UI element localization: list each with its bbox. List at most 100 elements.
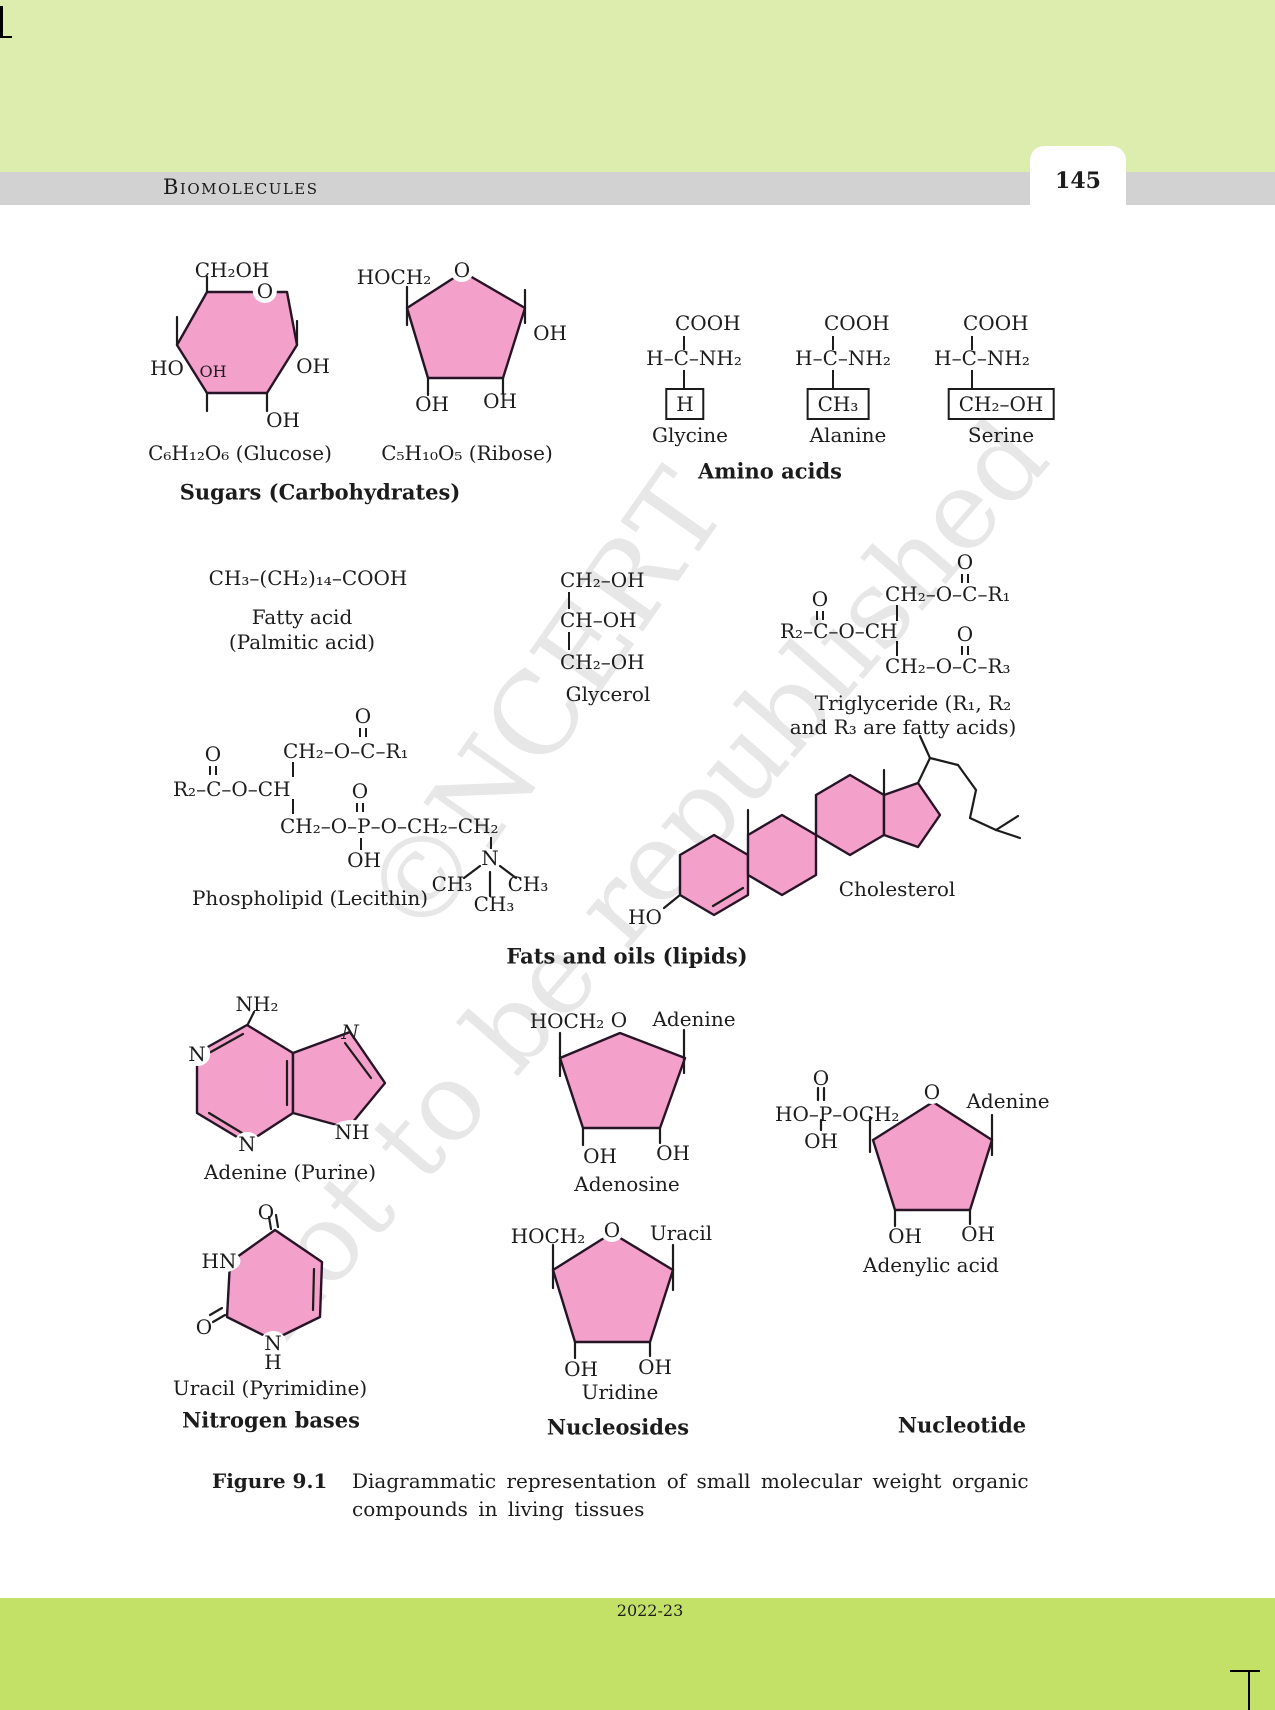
adenine-purine-name: Adenine (Purine): [203, 1160, 377, 1184]
glycine-r-group-box: H: [665, 388, 705, 420]
crop-mark-bottom-right-bar: [1230, 1670, 1260, 1672]
adenine-nh2: NH₂: [235, 992, 279, 1016]
triglyceride-row3: CH₂–O–C–R₃: [885, 654, 1011, 678]
ribose-ring-diagram: [405, 270, 527, 397]
lipids-heading: Fats and oils (lipids): [506, 943, 748, 969]
triglyceride-o1: O: [956, 550, 974, 574]
glycine-cooh: COOH: [675, 311, 741, 335]
phospholipid-ch3-bottom: CH₃: [473, 892, 515, 916]
crop-mark-top-left: [0, 6, 3, 38]
phospholipid-dbond2b: [215, 766, 217, 775]
cholesterol-name: Cholesterol: [838, 877, 956, 901]
phospholipid-dbond1b: [365, 728, 367, 737]
alanine-backbone: H–C–NH₂: [795, 346, 891, 370]
adenine-n-top: N: [341, 1020, 359, 1044]
uridine-ring-oxygen: O: [599, 1218, 625, 1242]
glycerol-bond1: [568, 592, 570, 609]
adenylic-oh-right: OH: [961, 1222, 995, 1246]
triglyceride-o3: O: [956, 622, 974, 646]
alanine-bond-bottom: [832, 370, 834, 390]
adenosine-base-label: Adenine: [652, 1007, 736, 1031]
serine-bond-bottom: [971, 370, 973, 390]
triglyceride-dbond3b: [967, 646, 969, 655]
glucose-formula-label: C₆H₁₂O₆ (Glucose): [148, 441, 332, 465]
ribose-oh-bottom-right: OH: [483, 389, 517, 413]
phospholipid-dbond3a: [356, 803, 358, 812]
glycerol-row2: CH–OH: [560, 608, 637, 632]
fatty-acid-formula: CH₃–(CH₂)₁₄–COOH: [208, 566, 408, 590]
triglyceride-vbond2: [896, 641, 898, 656]
adenylic-acid-name: Adenylic acid: [863, 1253, 999, 1277]
phospholipid-dbond2a: [209, 766, 211, 775]
adenine-nh: NH: [330, 1120, 374, 1144]
cholesterol-steroid-diagram: [662, 734, 1022, 917]
triglyceride-o2: O: [811, 587, 829, 611]
ribose-oh-bottom-left: OH: [415, 392, 449, 416]
alanine-r-group-box: CH₃: [806, 388, 870, 420]
glycerol-bond2: [568, 632, 570, 650]
sugars-heading: Sugars (Carbohydrates): [179, 479, 461, 505]
uracil-n-bottom: N: [260, 1331, 286, 1355]
phospholipid-n-bond: [490, 837, 492, 849]
serine-bond-top: [971, 336, 973, 350]
figure-caption-label: Figure 9.1: [212, 1469, 328, 1493]
uridine-base-label: Uracil: [649, 1221, 713, 1245]
glucose-ho: HO: [150, 356, 184, 380]
triglyceride-vbond1: [896, 605, 898, 621]
phospholipid-ch3-right: CH₃: [507, 872, 549, 896]
alanine-bond-top: [832, 336, 834, 350]
phospholipid-dbond1a: [359, 728, 361, 737]
uracil-h-bottom: H: [264, 1350, 282, 1374]
top-green-band: [0, 0, 1275, 172]
adenylic-o-phosphate: O: [812, 1066, 830, 1090]
ribose-formula-label: C₅H₁₀O₅ (Ribose): [381, 441, 553, 465]
triglyceride-name-line2: and R₃ are fatty acids): [789, 715, 1017, 739]
uridine-name: Uridine: [581, 1380, 659, 1404]
adenylic-oh-left: OH: [888, 1224, 922, 1248]
glucose-ring-diagram: [175, 275, 299, 413]
glycine-bond-bottom: [683, 370, 685, 390]
phospholipid-n: N: [481, 846, 499, 870]
adenosine-hoch2: HOCH₂: [529, 1009, 605, 1033]
glucose-ch2oh: CH₂OH: [194, 258, 270, 282]
ribose-hoch2: HOCH₂: [356, 265, 432, 289]
fatty-acid-subname: (Palmitic acid): [228, 630, 376, 654]
crop-mark-bottom-right-stem: [1248, 1670, 1250, 1710]
glycine-backbone: H–C–NH₂: [646, 346, 742, 370]
cholesterol-ho: HO: [628, 905, 662, 929]
phospholipid-oh: OH: [347, 848, 381, 872]
adenylic-base-label: Adenine: [966, 1089, 1050, 1113]
glucose-oh-inner: OH: [199, 362, 227, 382]
phospholipid-row3: CH₂–O–P–O–CH₂–CH₂: [280, 814, 499, 838]
uridine-hoch2: HOCH₂: [510, 1224, 586, 1248]
triglyceride-dbond1b: [967, 574, 969, 583]
glucose-oh-right: OH: [296, 354, 330, 378]
uridine-ring-diagram: [551, 1231, 675, 1360]
triglyceride-dbond1a: [961, 574, 963, 583]
footer-year: 2022-23: [616, 1601, 684, 1621]
phospholipid-o3: O: [351, 779, 369, 803]
alanine-cooh: COOH: [824, 311, 890, 335]
glycine-name: Glycine: [652, 423, 728, 447]
serine-name: Serine: [967, 423, 1035, 447]
triglyceride-name-line1: Triglyceride (R₁, R₂: [814, 691, 1012, 715]
uracil-name: Uracil (Pyrimidine): [172, 1376, 368, 1400]
adenine-n-bottom: N: [234, 1132, 260, 1156]
adenylic-oh-phosphate: OH: [804, 1129, 838, 1153]
serine-r-group-box: CH₂–OH: [947, 388, 1055, 420]
phospholipid-o2: O: [204, 742, 222, 766]
phospholipid-vbond1: [292, 762, 294, 777]
fatty-acid-name: Fatty acid: [251, 605, 353, 629]
uracil-o-top: O: [257, 1200, 275, 1224]
serine-backbone: H–C–NH₂: [934, 346, 1030, 370]
phospholipid-ch3-left: CH₃: [431, 872, 473, 896]
triglyceride-dbond2a: [816, 611, 818, 620]
glycerol-row1: CH₂–OH: [560, 568, 645, 592]
nucleotide-heading: Nucleotide: [897, 1412, 1027, 1438]
phospholipid-o1: O: [354, 704, 372, 728]
uridine-oh-left: OH: [564, 1357, 598, 1381]
glycine-bond-top: [683, 336, 685, 350]
nitrogen-bases-heading: Nitrogen bases: [182, 1407, 360, 1433]
phospholipid-vbond2: [292, 799, 294, 814]
